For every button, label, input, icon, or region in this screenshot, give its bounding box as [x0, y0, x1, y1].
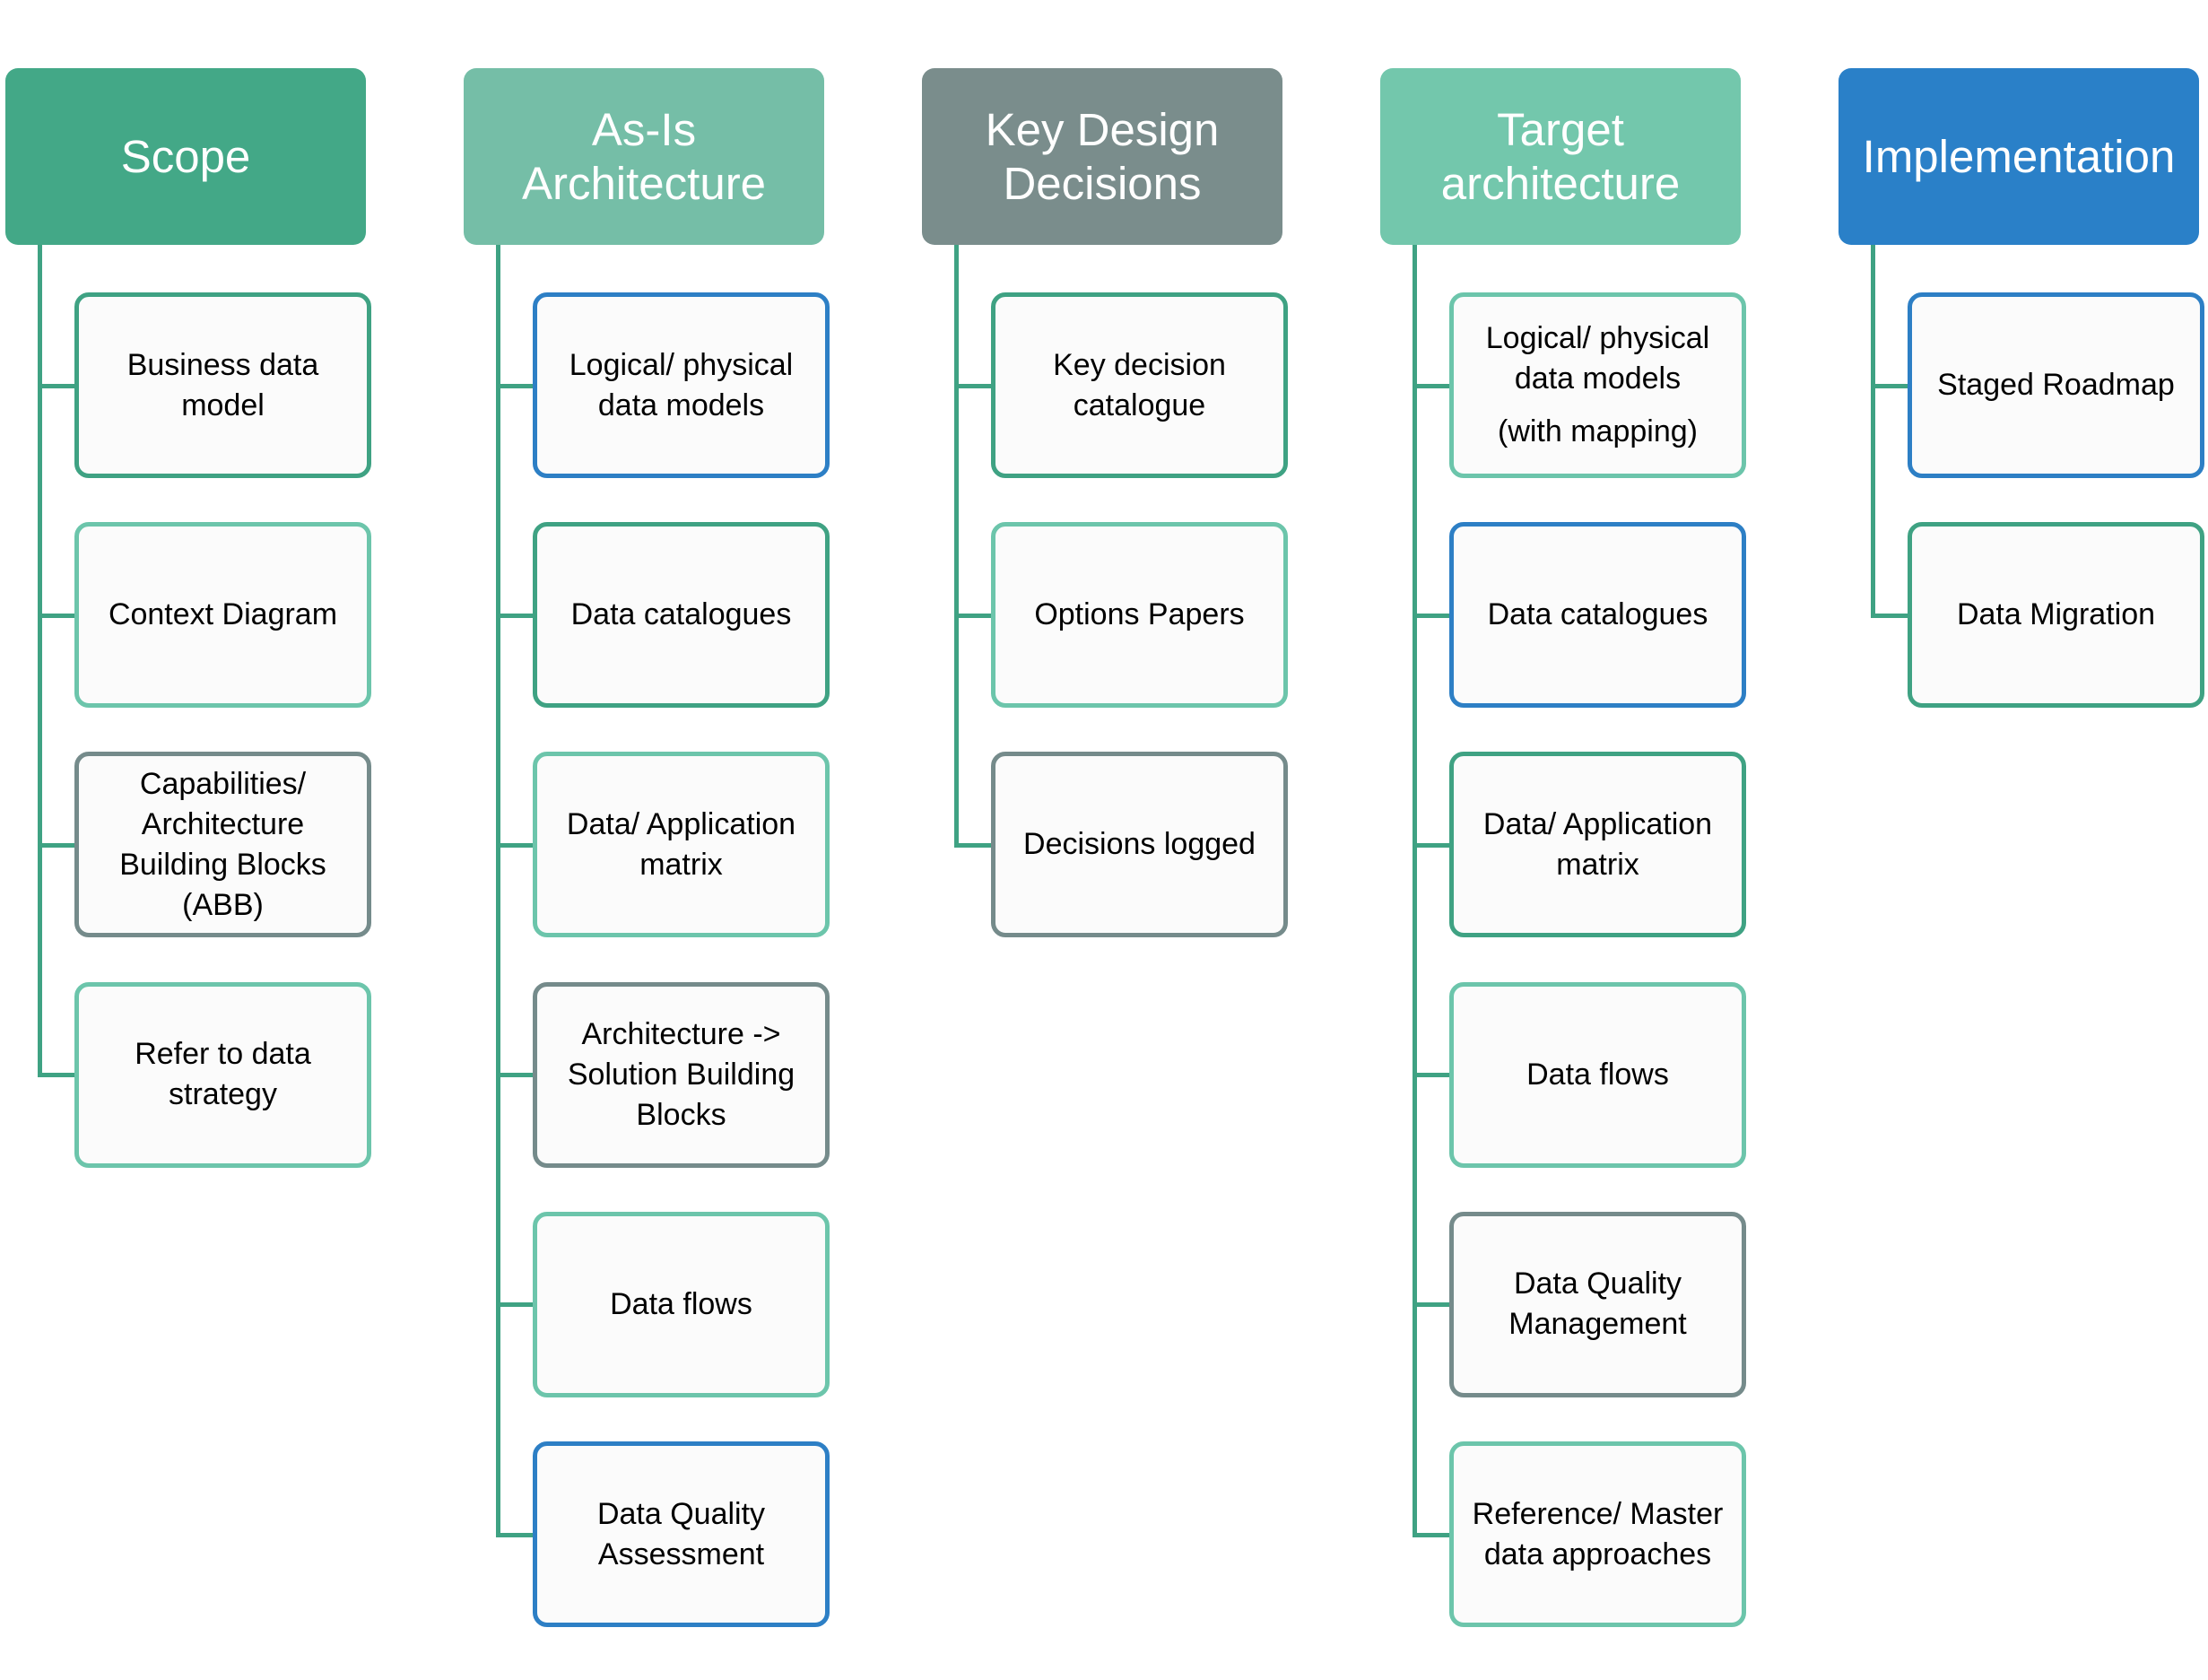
deliverable-card: Capabilities/ Architecture Building Bloc… [74, 752, 371, 938]
card-label: Data Migration [1956, 597, 2156, 632]
connector-branch [496, 1073, 535, 1078]
connector-branch [38, 1073, 77, 1078]
connector-branch [1413, 383, 1452, 388]
deliverable-card: Logical/ physical data models (with mappi… [1449, 292, 1746, 478]
connector-branch [1871, 613, 1910, 618]
connector-branch [38, 383, 77, 388]
connector-trunk [496, 245, 500, 1537]
deliverable-card: Reference/ Master data approaches [1449, 1441, 1746, 1627]
card-label: Context Diagram [108, 597, 338, 632]
connector-branch [1413, 613, 1452, 618]
connector-branch [496, 1302, 535, 1308]
connector-branch [496, 383, 535, 388]
deliverable-card: Staged Roadmap [1908, 292, 2204, 478]
connector-branch [496, 842, 535, 848]
connector-branch [496, 613, 535, 618]
card-label: Capabilities/ Architecture Building Bloc… [119, 766, 326, 922]
column-header: Scope [5, 68, 366, 245]
card-label: Reference/ Master data approaches [1472, 1496, 1724, 1571]
connector-branch [954, 842, 994, 848]
card-label: Data/ Application matrix [566, 806, 796, 882]
deliverable-card: Data flows [1449, 981, 1746, 1168]
deliverable-card: Data flows [533, 1211, 830, 1397]
card-sublabel: (with mapping) [1498, 414, 1698, 448]
deliverable-card: Refer to data strategy [74, 981, 371, 1168]
deliverable-card: Architecture -> Solution Building Blocks [533, 981, 830, 1168]
connector-branch [38, 613, 77, 618]
card-label: Logical/ physical data models [569, 347, 794, 422]
deliverable-card: Data/ Application matrix [533, 752, 830, 938]
column-header: Target architecture [1380, 68, 1741, 245]
deliverable-card: Context Diagram [74, 522, 371, 709]
card-label: Logical/ physical data models [1485, 321, 1710, 396]
column-header: Key Design Decisions [922, 68, 1282, 245]
card-label: Decisions logged [1023, 827, 1256, 862]
card-label: Business data model [126, 347, 319, 422]
deliverable-card: Key decision catalogue [991, 292, 1288, 478]
connector-branch [1413, 1073, 1452, 1078]
card-label: Data flows [1526, 1057, 1669, 1092]
card-label: Refer to data strategy [135, 1037, 311, 1112]
connector-trunk [1871, 245, 1875, 618]
connector-branch [496, 1532, 535, 1537]
deliverable-card: Decisions logged [991, 752, 1288, 938]
card-label: Data catalogues [570, 597, 792, 632]
deliverable-card: Options Papers [991, 522, 1288, 709]
deliverable-card: Data catalogues [533, 522, 830, 709]
card-label: Data Quality Management [1508, 1267, 1687, 1342]
deliverable-card: Logical/ physical data models [533, 292, 830, 478]
column-header: As-Is Architecture [464, 68, 824, 245]
deliverable-card: Data/ Application matrix [1449, 752, 1746, 938]
deliverable-card: Data catalogues [1449, 522, 1746, 709]
card-label: Data Quality Assessment [596, 1496, 766, 1571]
card-label: Data flows [610, 1286, 752, 1321]
connector-branch [38, 842, 77, 848]
card-label: Data catalogues [1487, 597, 1708, 632]
deliverable-card: Data Quality Management [1449, 1211, 1746, 1397]
card-label: Data/ Application matrix [1482, 806, 1713, 882]
connector-branch [1871, 383, 1910, 388]
card-label: Options Papers [1034, 597, 1245, 632]
connector-branch [1413, 1302, 1452, 1308]
connector-trunk [1413, 245, 1417, 1537]
deliverable-card: Data Quality Assessment [533, 1441, 830, 1627]
connector-trunk [38, 245, 42, 1078]
connector-trunk [954, 245, 959, 848]
connector-branch [954, 383, 994, 388]
column-header: Implementation [1839, 68, 2199, 245]
connector-branch [1413, 1532, 1452, 1537]
connector-branch [1413, 842, 1452, 848]
deliverable-card: Data Migration [1908, 522, 2204, 709]
connector-branch [954, 613, 994, 618]
card-label: Staged Roadmap [1937, 368, 2175, 402]
deliverable-card: Business data model [74, 292, 371, 478]
card-label: Key decision catalogue [1053, 347, 1226, 422]
card-label: Architecture -> Solution Building Blocks [567, 1016, 795, 1132]
